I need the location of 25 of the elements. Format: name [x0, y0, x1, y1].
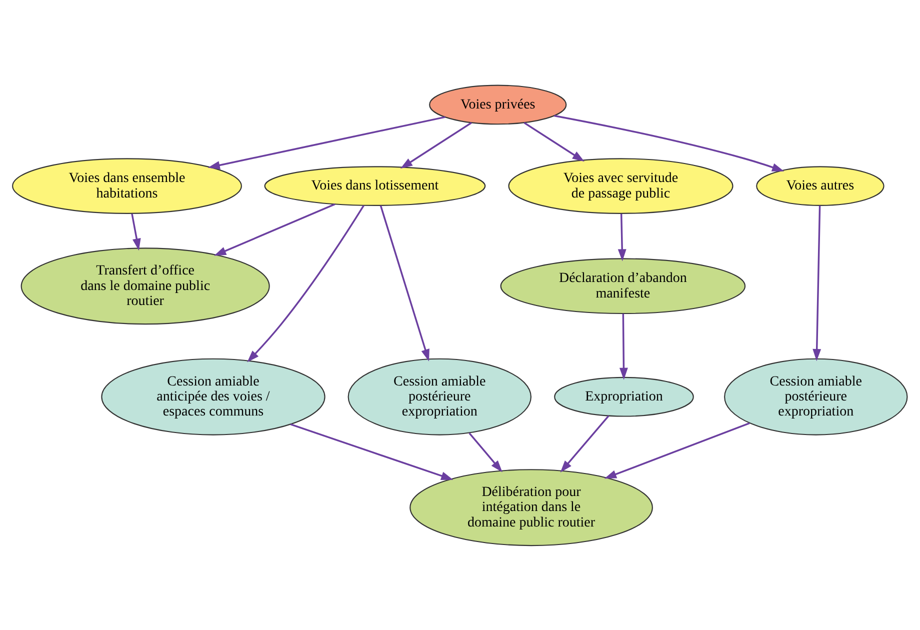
arrow — [468, 432, 502, 472]
arrow — [618, 213, 626, 261]
arrow — [400, 122, 472, 168]
node-ellipse: Cession amiable anticipée des voies / espaces communs — [101, 358, 326, 435]
arrow — [214, 202, 336, 256]
node-ellipse: Voies avec servitude de passage public — [508, 158, 734, 214]
node-ellipse: Déclaration d’abandon manifeste — [500, 258, 746, 314]
node-ellipse: Voies privées — [429, 84, 567, 124]
node-ellipse: Expropriation — [554, 376, 694, 416]
node-ellipse: Cession amiable postérieure expropriation — [724, 358, 908, 435]
node-ellipse: Cession amiable postérieure expropriation — [348, 358, 532, 435]
arrow — [247, 204, 364, 362]
arrow — [208, 116, 446, 169]
node-ellipse: Voies autres — [756, 166, 884, 206]
arrow — [524, 122, 584, 162]
node-ellipse: Voies dans ensemble habitations — [12, 158, 242, 214]
arrow — [812, 205, 822, 361]
arrow — [604, 422, 750, 478]
arrow — [380, 204, 430, 361]
arrow — [131, 213, 141, 250]
arrow — [560, 414, 610, 472]
arrow — [619, 313, 628, 380]
arrow — [554, 114, 784, 171]
node-ellipse: Voies dans lotissement — [264, 166, 486, 206]
arrow — [290, 423, 454, 480]
